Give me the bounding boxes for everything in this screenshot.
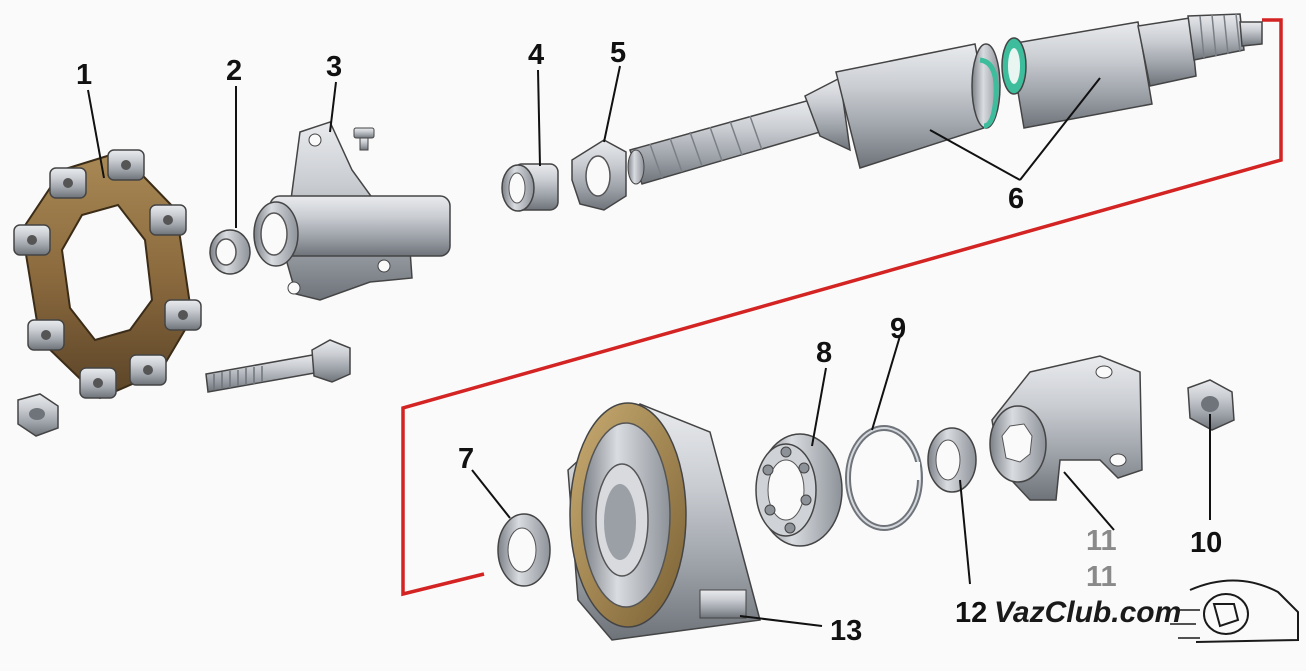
rear-yoke <box>989 355 1143 501</box>
circlip <box>845 425 923 531</box>
callout-7: 7 <box>458 443 474 475</box>
callout-4: 4 <box>528 39 544 71</box>
callout-5: 5 <box>610 37 626 69</box>
front-flange <box>253 121 451 301</box>
clamp-ring <box>571 139 627 211</box>
spline-ring <box>501 163 559 212</box>
car-logo-icon <box>1170 579 1299 643</box>
centering-ring <box>209 229 251 275</box>
callout-labels: 1 2 3 4 5 6 7 8 9 10 11 12 13 <box>76 37 1222 647</box>
flexible-coupling <box>13 149 202 400</box>
callout-10: 10 <box>1190 527 1222 559</box>
leader-lines <box>87 65 1211 627</box>
connector-line <box>401 18 1283 597</box>
grease-plug <box>353 127 375 151</box>
watermark-text: VazClub.com <box>994 596 1181 629</box>
callout-12: 12 <box>955 597 987 629</box>
coupling-nut <box>17 393 59 437</box>
callout-3: 3 <box>326 51 342 83</box>
ball-bearing <box>755 433 843 547</box>
intermediate-shaft <box>627 13 1263 185</box>
callout-1: 1 <box>76 59 92 91</box>
watermark-ghost-number: 11 <box>1086 561 1117 593</box>
coupling-bolt <box>205 339 351 393</box>
callout-8: 8 <box>816 337 832 369</box>
callout-2: 2 <box>226 55 242 87</box>
thin-seal-ring <box>927 427 977 493</box>
callout-9: 9 <box>890 313 906 345</box>
callout-13: 13 <box>830 615 862 647</box>
watermark: VazClub.com 11 <box>994 561 1299 643</box>
callout-6: 6 <box>1008 183 1024 215</box>
center-support <box>567 402 761 641</box>
yoke-nut <box>1187 379 1235 431</box>
callout-11: 11 <box>1086 525 1117 557</box>
rear-seal <box>497 513 551 587</box>
